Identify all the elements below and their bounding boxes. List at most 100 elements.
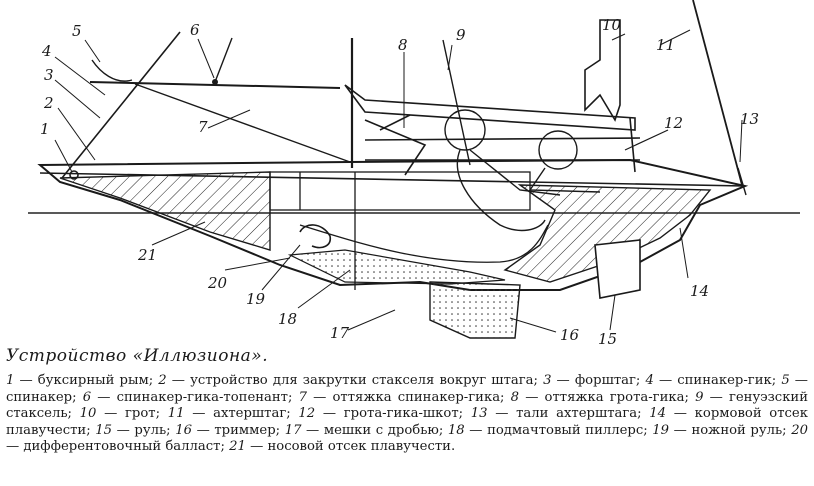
legend-entry: 12 — грота-гика-шкот; [298,406,464,422]
callout-6: 6 [190,21,200,39]
figure-caption: Устройство «Иллюзиона». [6,346,269,366]
callout-2: 2 [43,94,54,112]
boom-structure [344,84,641,176]
callout-21: 21 [137,246,157,264]
legend-entry-number: 20 [791,422,808,438]
callout-4: 4 [41,42,52,60]
legend-entry-text: спинакер-гика-топенант; [116,389,293,405]
legend-entry-text: ножной руль; [691,422,787,438]
callout-16: 16 [560,326,580,344]
legend-entry-text: буксирный рым; [37,373,154,388]
legend-entry-number: 12 [298,406,316,422]
backstay-tackle [737,167,747,196]
callout-12: 12 [664,114,683,132]
legend-entry-number: 2 [158,373,167,388]
legend-entry: 21 — носовой отсек плавучести. [229,439,456,455]
legend-entry-number: 16 [175,422,192,438]
callout-8: 8 [398,36,408,54]
legend-entry-number: 19 [652,422,670,438]
trimmer [429,281,521,339]
spinnaker-topping-lift [214,37,233,83]
forestay [61,31,181,179]
legend-entry: 5 — спинакер; [6,373,808,405]
legend-entry-number: 1 [6,373,15,388]
legend-entry: 13 — тали ахтерштага; [470,406,642,422]
legend-entry-number: 6 [82,389,92,405]
legend-entry: 4 — спинакер-гик; [645,373,777,388]
legend-entry-text: оттяжка спинакер-гика; [332,389,505,405]
topping-lift-block [212,79,218,85]
legend-entry-text: оттяжка грота-гика; [544,389,689,405]
callout-13: 13 [740,110,759,128]
legend-entry-number: 17 [284,422,302,438]
legend-entry-number: 11 [167,406,185,422]
legend-entry-text: триммер; [214,422,281,438]
legend-entry-text: носовой отсек плавучести. [267,439,456,455]
legend-entry-number: 8 [510,389,520,405]
legend-entry-text: руль; [134,422,171,438]
legend: 1 — буксирный рым; 2 — устройство для за… [6,373,808,456]
legend-entry: 20 — дифферентовочный балласт; [6,422,808,455]
backstay [692,0,743,186]
legend-entry-number: 14 [649,406,667,422]
boat-diagram: 1 2 3 4 5 6 7 8 9 10 11 12 13 14 15 16 1… [28,0,800,345]
legend-entry: 16 — триммер; [175,422,281,438]
callout-labels: 1 2 3 4 5 6 7 8 9 10 11 12 13 14 15 16 1… [40,16,759,345]
genoa [442,39,471,166]
callout-11: 11 [656,36,675,54]
leader-lines [54,29,743,333]
legend-entry: 17 — мешки с дробью; [284,422,444,438]
callout-14: 14 [690,282,709,300]
legend-entry: 10 — грот; [79,406,161,422]
legend-entry-number: 18 [447,422,465,438]
legend-entry-text: ахтерштаг; [213,406,291,422]
callout-20: 20 [207,274,228,292]
legend-entry-text: тали ахтерштага; [516,406,642,422]
legend-entry-text: устройство для закрутки стакселя вокруг … [190,373,538,388]
callout-19: 19 [246,290,266,308]
callout-15: 15 [598,330,617,345]
legend-entry-text: генуэзский стаксель; [6,389,809,422]
legend-entry-number: 3 [543,373,552,388]
callout-10: 10 [602,16,622,34]
callout-17: 17 [330,324,350,342]
legend-entry-number: 13 [470,406,488,422]
legend-entry-text: спинакер; [6,389,77,405]
callout-18: 18 [278,310,297,328]
trim-ballast [287,249,506,285]
main-boom-sheet [624,129,669,151]
legend-entry: 3 — форштаг; [543,373,641,388]
legend-entry-text: грота-гика-шкот; [343,406,464,422]
legend-entry: 1 — буксирный рым; [6,373,154,388]
legend-entry: 9 — генуэзский стаксель; [6,389,809,422]
legend-entry: 7 — оттяжка спинакер-гика; [298,389,505,405]
rudder [594,239,641,299]
legend-entry-text: кормовой отсек плавучести; [6,406,808,438]
legend-entry: 6 — спинакер-гика-топенант; [82,389,293,405]
legend-entry-number: 9 [695,389,704,405]
legend-entry-text: мешки с дробью; [323,422,444,438]
legend-entry-text: дифферентовочный балласт; [23,439,225,455]
legend-entry-text: спинакер-гик; [677,373,777,388]
legend-entry: 15 — руль; [95,422,171,438]
legend-entry-number: 5 [781,373,790,388]
spinnaker-boom-downhaul [134,83,351,163]
legend-entry-number: 15 [95,422,113,438]
legend-entry-number: 4 [645,373,654,388]
legend-entry: 8 — оттяжка грота-гика; [510,389,689,405]
legend-entry: 11 — ахтерштаг; [167,406,291,422]
legend-entry: 19 — ножной руль; [652,422,787,438]
callout-1: 1 [40,120,50,138]
spinnaker [91,59,133,82]
legend-entry-number: 21 [229,439,246,455]
bow-buoyancy-compartment [59,171,271,251]
legend-entry-text: подмачтовый пиллерс; [487,422,648,438]
callout-9: 9 [456,26,466,44]
boat-diagram-drawing: 1 2 3 4 5 6 7 8 9 10 11 12 13 14 15 16 1… [28,0,800,345]
legend-entry-number: 10 [79,406,97,422]
callout-3: 3 [44,66,54,84]
callout-7: 7 [198,118,208,136]
legend-entry-number: 7 [298,389,307,405]
legend-entry: 14 — кормовой отсек плавучести; [6,406,808,438]
foot-rudder [299,224,332,249]
